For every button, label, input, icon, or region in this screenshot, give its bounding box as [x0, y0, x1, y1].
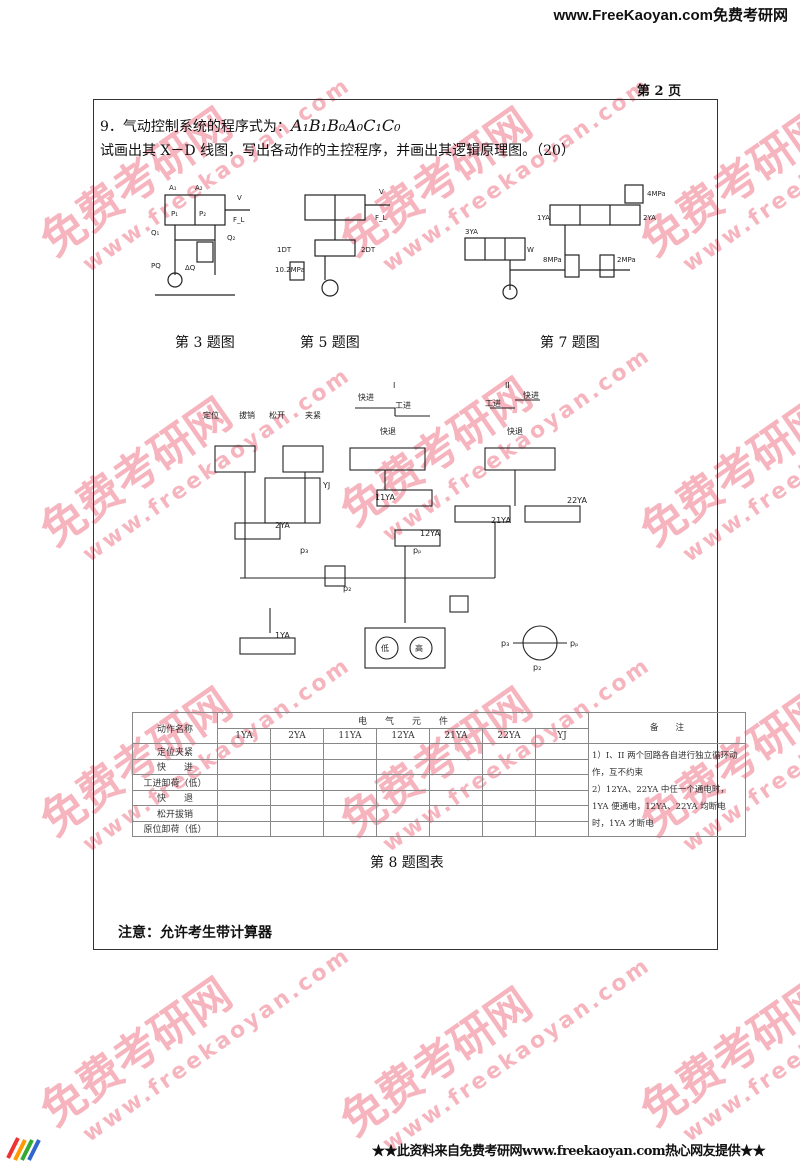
svg-text:V: V — [237, 194, 242, 202]
svg-text:快进: 快进 — [523, 390, 539, 400]
sequence-formula: A₁B₁B₀A₀C₁C₀ — [290, 116, 401, 135]
svg-text:快退: 快退 — [507, 426, 523, 436]
col-header: 12YA — [376, 727, 430, 744]
svg-text:F_L: F_L — [233, 216, 245, 224]
svg-text:快进: 快进 — [358, 392, 374, 402]
svg-text:1DT: 1DT — [277, 246, 292, 254]
svg-text:3YA: 3YA — [465, 228, 478, 236]
svg-text:W: W — [527, 246, 534, 254]
svg-text:高: 高 — [415, 643, 423, 653]
svg-text:A₁: A₁ — [169, 184, 177, 192]
question-9-line1: 9．气动控制系统的程序式为：A₁B₁B₀A₀C₁C₀ — [100, 116, 401, 135]
figure-5-diagram: V F_L 1DT 2DT 10.2MPa — [275, 188, 390, 297]
col-header: 22YA — [482, 727, 536, 744]
site-logo-icon — [6, 1137, 41, 1161]
svg-text:YJ: YJ — [322, 481, 330, 490]
svg-text:低: 低 — [381, 643, 389, 653]
svg-text:快退: 快退 — [380, 426, 396, 436]
svg-text:4MPa: 4MPa — [647, 190, 665, 198]
figure-5-caption: 第 5 题图 — [300, 335, 360, 351]
figure-8-table: 动作名称 电 气 元 件 备 注 1YA 2YA 11YA 12YA 21YA … — [132, 712, 746, 837]
header-group: 电 气 元 件 — [217, 712, 589, 729]
svg-text:A₂: A₂ — [195, 184, 203, 192]
table-caption: 第 8 题图表 — [370, 855, 444, 871]
svg-text:10.2MPa: 10.2MPa — [275, 266, 305, 274]
svg-text:pₚ: pₚ — [413, 546, 422, 555]
svg-text:P₂: P₂ — [199, 210, 206, 218]
svg-text:pₚ: pₚ — [570, 639, 579, 648]
svg-text:1YA: 1YA — [537, 214, 550, 222]
svg-text:工进: 工进 — [395, 401, 411, 410]
svg-text:p₃: p₃ — [300, 546, 308, 555]
content-frame — [93, 99, 718, 950]
col-header: 21YA — [429, 727, 483, 744]
svg-text:8MPa: 8MPa — [543, 256, 562, 264]
svg-text:F_L: F_L — [375, 214, 387, 222]
table-row: 快 进 — [132, 758, 746, 775]
svg-text:12YA: 12YA — [420, 529, 440, 538]
figure-3-caption: 第 3 题图 — [175, 335, 235, 351]
svg-text:p₃: p₃ — [501, 639, 509, 648]
svg-text:Q₁: Q₁ — [151, 229, 160, 237]
site-header[interactable]: www.FreeKaoyan.com免费考研网 — [553, 7, 789, 24]
exam-note: 注意：允许考生带计算器 — [118, 925, 272, 941]
figure-7-caption: 第 7 题图 — [540, 335, 600, 351]
svg-text:22YA: 22YA — [567, 496, 587, 505]
svg-text:II: II — [505, 381, 510, 390]
svg-text:2MPa: 2MPa — [617, 256, 636, 264]
col-header: 2YA — [270, 727, 324, 744]
col-header: 11YA — [323, 727, 377, 744]
svg-text:21YA: 21YA — [491, 516, 511, 525]
figure-3-diagram: A₁ A₂ V P₁ P₂ F_L Q₁ Q₂ PQ ΔQ — [151, 184, 250, 296]
svg-text:P₁: P₁ — [171, 210, 178, 218]
svg-text:定位: 定位 — [203, 410, 219, 420]
svg-text:1YA: 1YA — [275, 631, 290, 640]
svg-text:11YA: 11YA — [375, 493, 395, 502]
svg-text:松开: 松开 — [269, 410, 285, 420]
header-action: 动作名称 — [132, 712, 218, 744]
svg-text:工进: 工进 — [485, 399, 501, 408]
svg-text:Q₂: Q₂ — [227, 234, 236, 242]
svg-text:夹紧: 夹紧 — [305, 410, 321, 420]
svg-text:p₂: p₂ — [343, 584, 351, 593]
svg-text:拔销: 拔销 — [239, 410, 255, 420]
svg-text:2YA: 2YA — [275, 521, 290, 530]
table-row: 松开拔销 — [132, 805, 746, 822]
footer-credit[interactable]: ★★此资料来自免费考研网www.freekaoyan.com热心网友提供★★ — [372, 1144, 766, 1159]
header-note: 备 注 — [588, 712, 746, 744]
figure-7-diagram: 3YA W 1YA 2YA 4MPa 8MPa 2MPa — [464, 184, 665, 300]
svg-text:2DT: 2DT — [361, 246, 376, 254]
table-row: 原位卸荷（低） — [132, 820, 746, 837]
svg-text:V: V — [379, 188, 384, 196]
svg-text:I: I — [393, 381, 395, 390]
table-row: 快 退 — [132, 789, 746, 806]
svg-text:p₂: p₂ — [533, 663, 541, 672]
svg-text:2YA: 2YA — [643, 214, 656, 222]
page-number: 第 2 页 — [637, 84, 682, 99]
svg-text:ΔQ: ΔQ — [185, 264, 196, 272]
col-header: 1YA — [217, 727, 271, 744]
svg-text:PQ: PQ — [151, 262, 161, 270]
question-9-line2: 试画出其 X－D 线图，写出各动作的主控程序，并画出其逻辑原理图。（20） — [100, 143, 575, 159]
col-header: YJ — [535, 727, 589, 744]
